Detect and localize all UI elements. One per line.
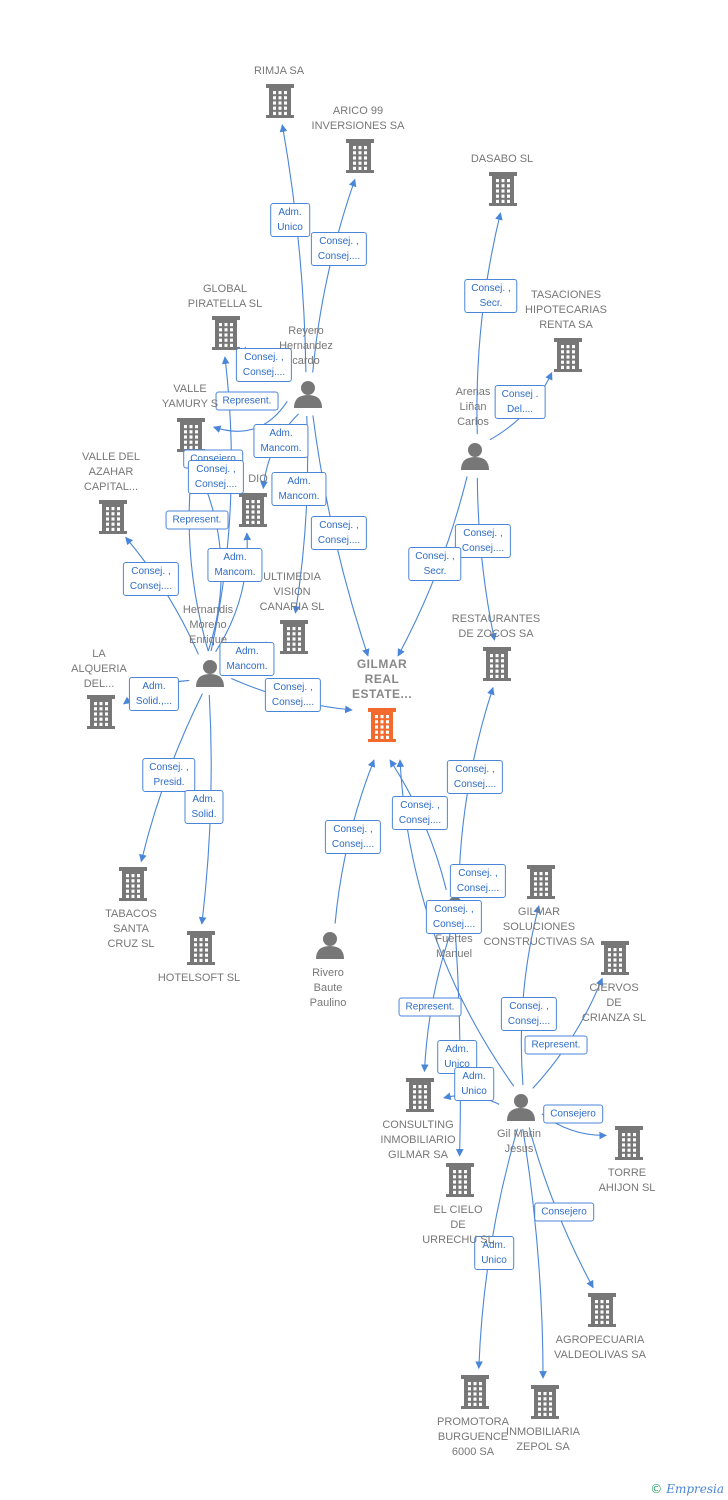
building-icon[interactable]: [87, 695, 115, 729]
edge-label[interactable]: Consej. , Consej....: [310, 516, 368, 550]
building-icon[interactable]: [177, 418, 205, 452]
edge-label[interactable]: Consej. , Consej....: [324, 820, 382, 854]
building-icon[interactable]: [212, 316, 240, 350]
edge-label[interactable]: Adm. Unico: [474, 1236, 514, 1270]
edge-label[interactable]: Consej. , Secr.: [464, 279, 518, 313]
building-icon[interactable]: [446, 1163, 474, 1197]
edge-label[interactable]: Consej. , Consej....: [264, 678, 322, 712]
node-label-fuertes[interactable]: Fuertes Manuel: [435, 933, 473, 960]
edge-label[interactable]: Consej. , Consej....: [500, 997, 558, 1031]
node-label-dasabo[interactable]: DASABO SL: [470, 153, 534, 165]
node-label-alqueria[interactable]: LA ALQUERIA DEL...: [71, 648, 127, 690]
edge-label[interactable]: Consejero: [543, 1104, 603, 1124]
edge-label[interactable]: Represent.: [398, 997, 462, 1017]
person-icon[interactable]: [196, 660, 224, 687]
edge-label[interactable]: Adm. Unico: [454, 1067, 494, 1101]
node-label-rimja[interactable]: RIMJA SA: [253, 65, 305, 77]
edge-label[interactable]: Consej. , Consej....: [449, 864, 507, 898]
edge-label[interactable]: Adm. Solid.: [184, 790, 224, 824]
building-icon[interactable]: [346, 139, 374, 173]
building-icon[interactable]: [588, 1293, 616, 1327]
building-icon[interactable]: [554, 338, 582, 372]
edge-label[interactable]: Consej. , Consej....: [310, 232, 368, 266]
brand-logo: Empresia: [666, 1482, 724, 1496]
edge-reyero-arico: [312, 178, 357, 373]
node-label-ciervos[interactable]: CIERVOS DE CRIANZA SL: [581, 982, 647, 1024]
building-icon[interactable]: [187, 931, 215, 965]
node-label-promotora[interactable]: PROMOTORA BURGUENCE 6000 SA: [437, 1416, 509, 1458]
edge-gilmarin-zepol: [522, 1128, 547, 1379]
building-icon[interactable]: [601, 941, 629, 975]
node-label-arico[interactable]: ARICO 99 INVERSIONES SA: [311, 105, 405, 132]
node-label-torre[interactable]: TORRE AHIJON SL: [598, 1167, 656, 1194]
building-icon[interactable]: [368, 708, 396, 742]
node-label-gilmarin[interactable]: Gil Marin Jesus: [496, 1128, 542, 1155]
node-label-valle-yamury[interactable]: VALLE YAMURY S: [161, 383, 219, 410]
building-icon[interactable]: [615, 1126, 643, 1160]
person-icon[interactable]: [461, 443, 489, 470]
building-icon[interactable]: [406, 1078, 434, 1112]
copyright-icon: ©: [650, 1482, 663, 1496]
node-label-tabacos[interactable]: TABACOS SANTA CRUZ SL: [105, 908, 157, 950]
node-label-multimedia[interactable]: ULTIMEDIA VISION CANARIA SL: [259, 571, 325, 613]
edge-label[interactable]: Represent.: [215, 391, 279, 411]
edge-label[interactable]: Adm. Mancom.: [253, 424, 309, 458]
building-icon[interactable]: [489, 172, 517, 206]
person-icon[interactable]: [507, 1094, 535, 1121]
node-label-cielo[interactable]: EL CIELO DE URRECHU SL: [422, 1204, 494, 1246]
person-icon[interactable]: [316, 932, 344, 959]
node-label-gilmar-real[interactable]: GILMAR REAL ESTATE...: [351, 657, 413, 701]
edge-label[interactable]: Consej. , Consej....: [235, 348, 293, 382]
node-label-zepol[interactable]: INMOBILIARIA ZEPOL SA: [506, 1426, 580, 1453]
edge-label[interactable]: Consej. , Secr.: [408, 547, 462, 581]
edge-arenas-dasabo: [476, 212, 503, 435]
node-label-dio[interactable]: DIO: [248, 473, 268, 485]
building-icon[interactable]: [99, 500, 127, 534]
building-icon[interactable]: [483, 647, 511, 681]
edge-label[interactable]: Consej. , Consej....: [446, 760, 504, 794]
node-label-arenas[interactable]: Arenas Liñan Carlos: [455, 386, 491, 428]
edge-label[interactable]: Represent.: [524, 1035, 588, 1055]
person-icon[interactable]: [294, 381, 322, 408]
edge-label[interactable]: Consej. , Consej....: [187, 460, 245, 494]
building-icon[interactable]: [280, 620, 308, 654]
node-label-agropecuaria[interactable]: AGROPECUARIA VALDEOLIVAS SA: [554, 1334, 646, 1361]
node-label-gilmar-sol[interactable]: GILMAR SOLUCIONES CONSTRUCTIVAS SA: [483, 906, 595, 948]
node-label-hotelsoft[interactable]: HOTELSOFT SL: [157, 972, 241, 984]
edge-label[interactable]: Consej. , Consej....: [454, 524, 512, 558]
edge-label[interactable]: Adm. Mancom.: [271, 472, 327, 506]
edge-arenas-restaurantes: [476, 477, 497, 641]
node-label-global[interactable]: GLOBAL PIRATELLA SL: [187, 283, 263, 310]
building-icon[interactable]: [239, 493, 267, 527]
building-icon[interactable]: [119, 867, 147, 901]
node-label-hernandis[interactable]: Hernandis Moreno Enrique: [182, 604, 234, 646]
node-label-tasaciones[interactable]: TASACIONES HIPOTECARIAS RENTA SA: [525, 289, 607, 331]
node-label-rivero[interactable]: Rivero Baute Paulino: [309, 967, 347, 1009]
edge-label[interactable]: Consej . Del....: [494, 385, 546, 419]
edge-label[interactable]: Adm. Unico: [270, 203, 310, 237]
edge-label[interactable]: Consej. , Consej....: [391, 796, 449, 830]
edge-hernandis-dio: [215, 532, 252, 653]
node-label-valle-azahar[interactable]: VALLE DEL AZAHAR CAPITAL...: [82, 451, 140, 493]
edge-label[interactable]: Adm. Solid.,...: [128, 677, 180, 711]
building-icon[interactable]: [266, 84, 294, 118]
edge-label[interactable]: Consej. , Consej....: [122, 562, 180, 596]
edge-label[interactable]: Adm. Mancom.: [207, 548, 263, 582]
edge-label[interactable]: Consejero: [534, 1202, 594, 1222]
building-icon[interactable]: [461, 1375, 489, 1409]
edge-label[interactable]: Consej. , Presid.: [142, 758, 196, 792]
edge-label[interactable]: Adm. Mancom.: [219, 642, 275, 676]
watermark[interactable]: ©Empresia: [650, 1482, 724, 1496]
building-icon[interactable]: [531, 1385, 559, 1419]
node-label-restaurantes[interactable]: RESTAURANTES DE ZOCOS SA: [451, 613, 541, 640]
node-label-reyero[interactable]: Reyero Hernandez cardo: [279, 325, 333, 367]
edge-label[interactable]: Consej. , Consej....: [425, 900, 483, 934]
edge-gilmarin-gilmar_sol: [520, 905, 541, 1086]
building-icon[interactable]: [527, 865, 555, 899]
node-label-consulting[interactable]: CONSULTING INMOBILIARIO GILMAR SA: [380, 1119, 456, 1161]
edge-label[interactable]: Represent.: [165, 510, 229, 530]
edge-reyero-rimja: [279, 124, 307, 373]
